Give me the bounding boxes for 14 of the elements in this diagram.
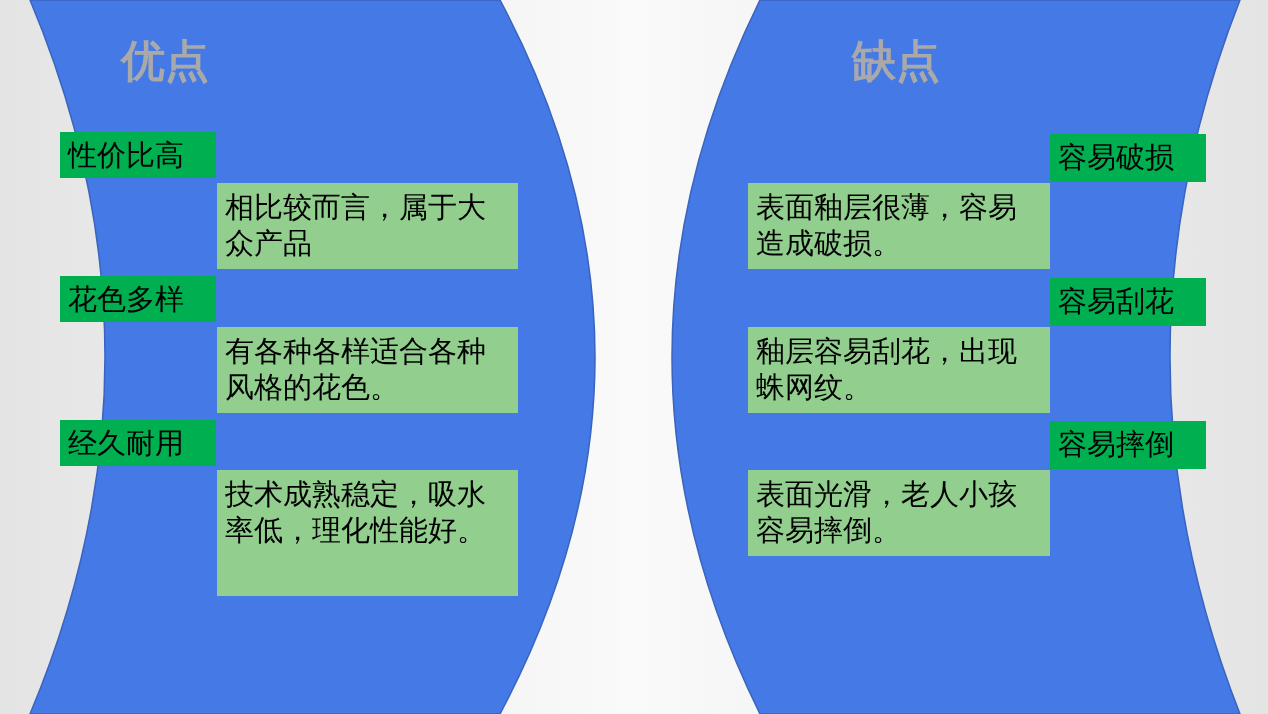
point-tag: 花色多样	[60, 276, 216, 322]
description-box: 相比较而言，属于大众产品	[217, 183, 518, 269]
point-tag: 容易破损	[1050, 134, 1206, 182]
point-tag: 容易摔倒	[1050, 421, 1206, 469]
panel-heading: 缺点	[850, 34, 941, 88]
description-box: 有各种各样适合各种风格的花色。	[217, 327, 518, 413]
description-box: 釉层容易刮花，出现蛛网纹。	[748, 327, 1050, 413]
panel-heading: 优点	[119, 34, 210, 88]
point-tag: 容易刮花	[1050, 278, 1206, 326]
point-tag: 性价比高	[60, 132, 216, 178]
description-box: 表面釉层很薄，容易造成破损。	[748, 183, 1050, 269]
description-box: 技术成熟稳定，吸水率低，理化性能好。	[217, 470, 518, 596]
point-tag: 经久耐用	[60, 420, 216, 466]
description-box: 表面光滑，老人小孩容易摔倒。	[748, 470, 1050, 556]
